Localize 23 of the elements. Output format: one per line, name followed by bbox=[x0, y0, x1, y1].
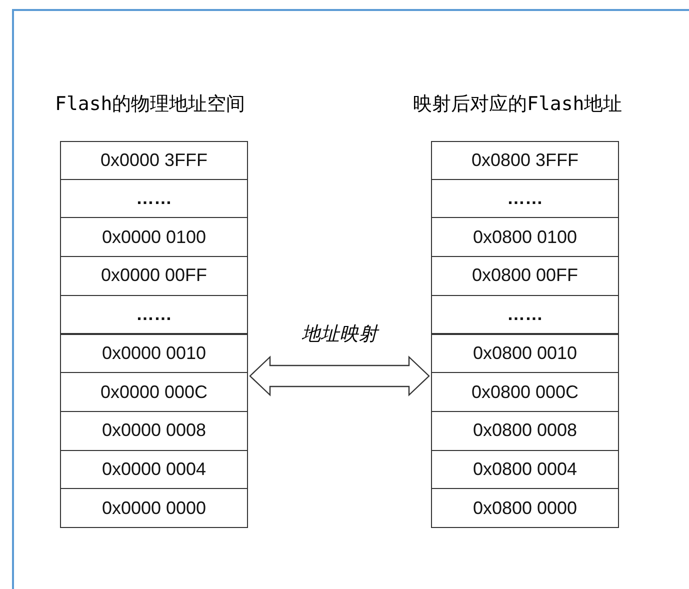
memory-cell: 0x0000 0010 bbox=[60, 334, 248, 374]
memory-cell: 0x0000 0008 bbox=[60, 410, 248, 451]
memory-cell: 0x0800 0000 bbox=[431, 488, 619, 528]
memory-cell: 0x0800 0100 bbox=[431, 217, 619, 258]
memory-cell: 0x0800 00FF bbox=[431, 256, 619, 296]
memory-cell: 0x0800 0010 bbox=[431, 334, 619, 374]
double-arrow bbox=[249, 356, 430, 396]
memory-cell: 0x0000 3FFF bbox=[60, 141, 248, 180]
column-heading: 映射后对应的Flash地址 bbox=[413, 92, 622, 117]
memory-cell: 0x0000 000C bbox=[60, 372, 248, 412]
memory-cell: 0x0000 0000 bbox=[60, 488, 248, 528]
memory-cell: 0x0000 0100 bbox=[60, 217, 248, 258]
memory-cell: …… bbox=[431, 178, 619, 218]
memory-cell: 0x0800 3FFF bbox=[431, 141, 619, 180]
memory-cell: 0x0000 0004 bbox=[60, 450, 248, 490]
memory-cell: …… bbox=[60, 178, 248, 218]
memory-cell: 0x0800 000C bbox=[431, 372, 619, 412]
memory-cell: …… bbox=[431, 294, 619, 334]
memory-cell: 0x0000 00FF bbox=[60, 256, 248, 296]
memory-cell: 0x0800 0004 bbox=[431, 450, 619, 490]
column-heading: Flash的物理地址空间 bbox=[55, 92, 246, 117]
memory-cell: …… bbox=[60, 294, 248, 334]
memory-cell: 0x0800 0008 bbox=[431, 410, 619, 451]
